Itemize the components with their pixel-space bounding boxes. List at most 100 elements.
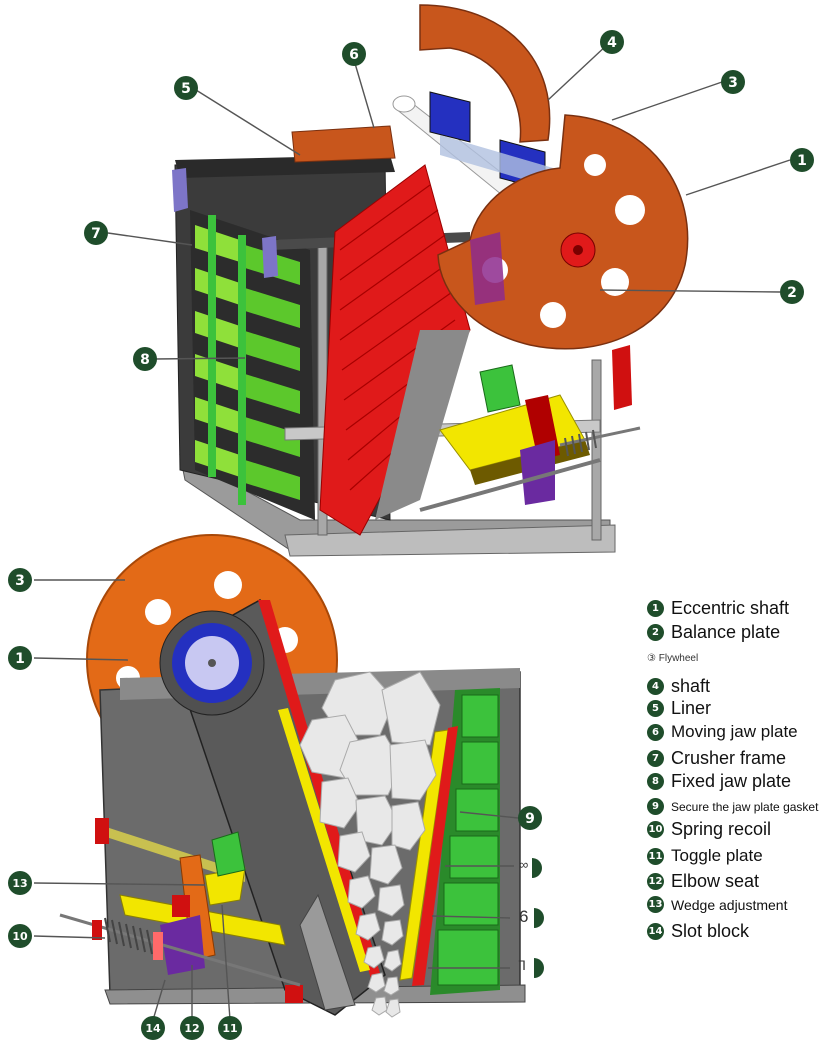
tie-rod [419,458,601,512]
legend-label: Fixed jaw plate [671,771,792,791]
callout-5: 5 [174,76,198,100]
callouts-top: 1 2 3 4 5 6 7 8 [84,30,814,371]
callout-14: 14 [141,1016,165,1040]
legend-badge: 2 [647,624,664,641]
isometric-view [172,4,689,557]
legend-badge: 4 [647,678,664,695]
slot-block-purple [520,440,555,505]
green-liners [437,694,499,986]
bearing-block [429,91,471,143]
side-mark-6: 6 [519,907,529,926]
callout-3b: 3 [8,568,32,592]
jaw-inner-triangle [299,893,356,1011]
legend-badge: 13 [647,896,664,913]
red-nut [172,895,190,917]
legend-badge: 11 [647,847,664,865]
svg-text:14: 14 [145,1022,161,1035]
callout-10: 10 [8,924,32,948]
legend-badge: 1 [647,600,664,617]
callout-9: 9 [518,806,542,830]
legend-item-8: 8 Fixed jaw plate [647,771,791,792]
legend-item-10: 10 Spring recoil [647,819,771,840]
legend-item-6: 6 Moving jaw plate [647,722,798,742]
jaw-liner-yellow [278,708,370,972]
shaft-end [392,95,416,113]
legend-label: ③ Flywheel [647,653,699,664]
flywheel-rear [419,4,551,143]
legend-label: Eccentric shaft [671,598,790,618]
svg-text:10: 10 [12,930,28,943]
legend-label: Secure the jaw plate gasket [671,799,819,814]
fixed-jaw-plate-yellow [399,729,449,981]
legend-badge: 7 [647,750,664,767]
callout-12: 12 [180,1016,204,1040]
legend-item-9: 9 Secure the jaw plate gasket [647,798,818,815]
callout-7: 7 [84,221,108,245]
legend-label: Spring recoil [671,819,772,839]
legend-label: Slot block [671,921,750,941]
wedge-rod [100,825,245,882]
side-mark-7: ᒣ [518,958,526,973]
legend-item-5: 5 Liner [647,698,711,719]
legend-badge: 10 [647,821,664,838]
svg-text:1: 1 [797,153,807,169]
spring-washer [153,932,163,960]
green-rib-frame [190,210,315,520]
legend-label: Wedge adjustment [671,896,788,913]
frame-red-piece [612,345,632,410]
legend-label: shaft [671,676,711,696]
legend-item-1: 1 Eccentric shaft [647,598,789,619]
legend-item-7: 7 Crusher frame [647,748,786,769]
edge-half-circle [534,958,544,978]
frame-top-rim [175,155,395,178]
base-plate [284,524,616,557]
svg-text:6: 6 [349,47,359,63]
jaw-grey-side [375,330,470,520]
legend-label: Toggle plate [671,846,763,865]
legend-badge: 6 [647,723,664,741]
slot-block [160,915,205,975]
side-mark-8: ∞ [519,857,529,872]
bracket [262,236,278,278]
bottom-leaders [33,579,519,1021]
spring-section [104,917,153,955]
legend-item-3: ③ Flywheel [647,653,698,664]
svg-text:4: 4 [607,35,617,51]
liner-block-iso [291,125,396,163]
legend-badge: 12 [647,873,664,890]
callout-13: 13 [8,871,32,895]
svg-text:3: 3 [728,75,738,91]
legend-label: Crusher frame [671,748,787,768]
legend-label: Balance plate [671,622,781,642]
svg-text:12: 12 [184,1022,199,1035]
balance-plate-iso [470,232,505,305]
bracket [172,168,188,212]
callout-8: 8 [133,347,157,371]
legend-item-2: 2 Balance plate [647,622,780,643]
top-leaders [107,43,791,360]
svg-text:13: 13 [12,877,27,890]
svg-text:8: 8 [140,352,150,368]
svg-text:11: 11 [222,1022,237,1035]
fixed-jaw-plate-red [412,726,458,986]
callout-2: 2 [780,280,804,304]
edge-half-circle [532,858,542,878]
callout-6: 6 [342,42,366,66]
crushed-stones [299,671,441,1018]
legend-item-14: 14 Slot block [647,921,749,942]
wedge-green-block [479,364,521,413]
legend-label: Elbow seat [671,871,760,891]
spring-iso [559,426,641,457]
edge-half-circle [534,908,544,928]
svg-text:9: 9 [525,811,535,827]
legend-badge: 9 [647,798,664,815]
callouts-bottom: 3 1 13 10 9 14 12 11 [8,568,544,1040]
callout-4: 4 [600,30,624,54]
legend-badge: 14 [647,923,664,940]
spring-nut [92,920,102,940]
callout-1b: 1 [8,646,32,670]
svg-text:1: 1 [15,651,25,667]
legend-item-4: 4 shaft [647,676,710,697]
svg-text:7: 7 [91,226,101,242]
